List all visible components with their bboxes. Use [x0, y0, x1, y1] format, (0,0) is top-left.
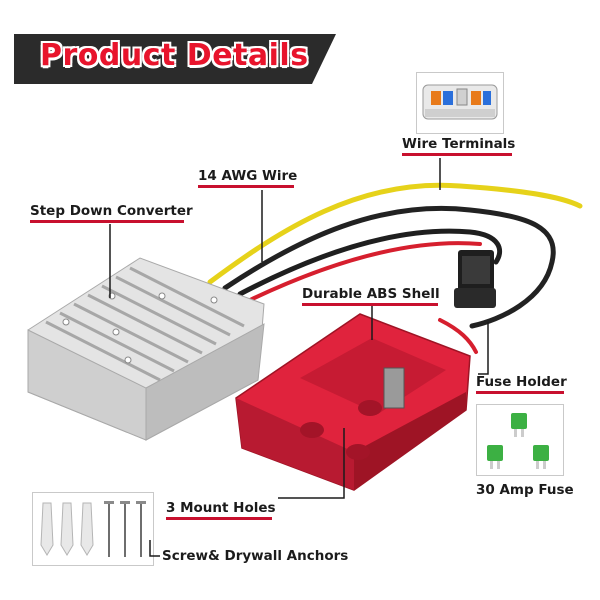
- fuse-icon: [487, 445, 503, 469]
- fuse-icon: [511, 413, 527, 437]
- underline: [302, 303, 438, 306]
- anchor-icon: [40, 502, 54, 556]
- label-amp-fuse: 30 Amp Fuse: [476, 482, 574, 498]
- underline: [476, 391, 564, 394]
- label-awg-wire: 14 AWG Wire: [198, 168, 298, 184]
- underline: [198, 185, 294, 188]
- screws-anchors-photo: [32, 492, 154, 566]
- label-mount-holes: 3 Mount Holes: [166, 500, 276, 516]
- label-abs-shell: Durable ABS Shell: [302, 286, 440, 302]
- wire-terminals-photo: [416, 72, 504, 134]
- red-wire-2: [438, 318, 478, 354]
- label-wire-terminals: Wire Terminals: [402, 136, 516, 152]
- fuse-icon: [533, 445, 549, 469]
- title-banner: [14, 34, 336, 84]
- label-fuse-holder: Fuse Holder: [476, 374, 567, 390]
- label-anchors: Screw& Drywall Anchors: [162, 548, 349, 564]
- anchor-icon: [80, 502, 94, 556]
- black-wire: [222, 205, 556, 329]
- underline: [30, 220, 184, 223]
- fuse-holder: [454, 250, 496, 308]
- pointer-line: [149, 540, 160, 557]
- label-step-down-converter: Step Down Converter: [30, 203, 193, 219]
- abs-shell: [235, 313, 471, 491]
- anchor-icon: [60, 502, 74, 556]
- step-down-converter: [27, 257, 265, 441]
- black-wire-2: [237, 228, 503, 297]
- yellow-wire: [207, 182, 583, 285]
- pointer-line: [278, 428, 345, 499]
- page-title: Product Details: [40, 38, 309, 73]
- pointer-line: [478, 322, 489, 375]
- underline: [402, 153, 512, 156]
- red-wire: [248, 241, 482, 302]
- fuse-photo: [476, 404, 564, 476]
- underline: [166, 517, 272, 520]
